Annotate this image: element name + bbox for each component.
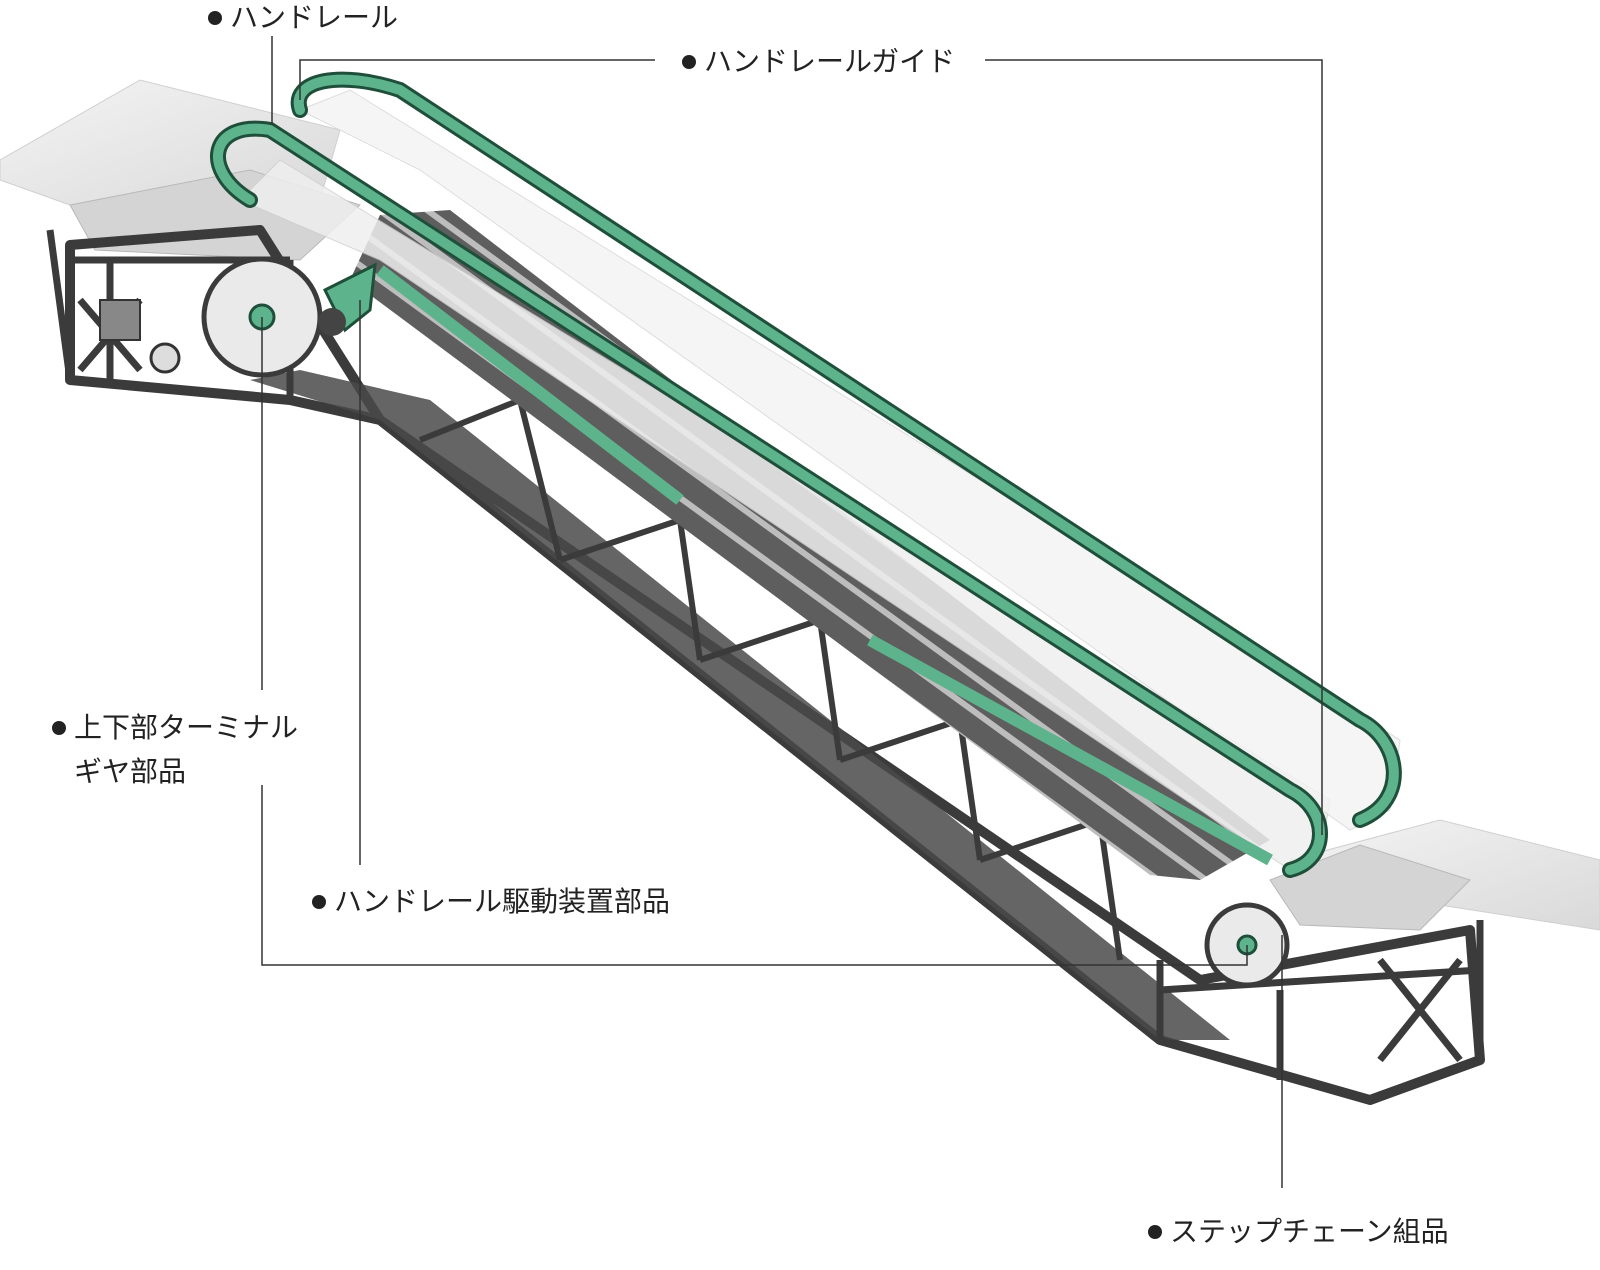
handrail-near-top bbox=[213, 123, 1325, 875]
truss-bracing bbox=[418, 397, 1123, 961]
balustrade-far bbox=[298, 89, 1401, 831]
label-terminal-gear-line1: 上下部ターミナル bbox=[74, 711, 299, 744]
label-handrail-guide-text: ハンドレールガイド bbox=[704, 45, 956, 78]
bullet-dot-icon bbox=[682, 55, 696, 69]
inner-skirt-upper bbox=[376, 265, 684, 505]
label-handrail-drive-text: ハンドレール駆動装置部品 bbox=[334, 885, 671, 918]
label-handrail: ハンドレール bbox=[208, 0, 398, 40]
truss-side bbox=[250, 370, 1230, 1040]
bullet-dot-icon bbox=[52, 721, 66, 735]
inner-skirt-lower bbox=[867, 634, 1273, 866]
drive-sprocket bbox=[318, 308, 346, 336]
leader-handrail-guide bbox=[299, 59, 655, 100]
bullet-dot-icon bbox=[312, 895, 326, 909]
handrail-far-top bbox=[293, 74, 1399, 825]
label-handrail-drive: ハンドレール駆動装置部品 bbox=[312, 880, 670, 924]
leader-handrail-guide-right bbox=[985, 59, 1323, 835]
leader-terminal-gear-lower bbox=[261, 785, 1248, 966]
label-terminal-gear-line2: ギヤ部品 bbox=[74, 755, 187, 788]
bullet-dot-icon bbox=[208, 11, 222, 25]
bullet-dot-icon bbox=[1148, 1225, 1162, 1239]
lower-landing bbox=[1269, 844, 1471, 931]
label-step-chain: ステップチェーン組品 bbox=[1148, 1210, 1449, 1254]
balustrade-near bbox=[239, 159, 1331, 871]
label-handrail-guide: ハンドレールガイド bbox=[682, 40, 955, 84]
label-terminal-gear: 上下部ターミナル ギヤ部品 bbox=[52, 706, 298, 794]
lower-truss bbox=[1156, 920, 1484, 1104]
label-handrail-text: ハンドレール bbox=[230, 1, 399, 34]
leader-lines bbox=[261, 36, 1323, 1188]
label-step-chain-text: ステップチェーン組品 bbox=[1170, 1215, 1449, 1248]
